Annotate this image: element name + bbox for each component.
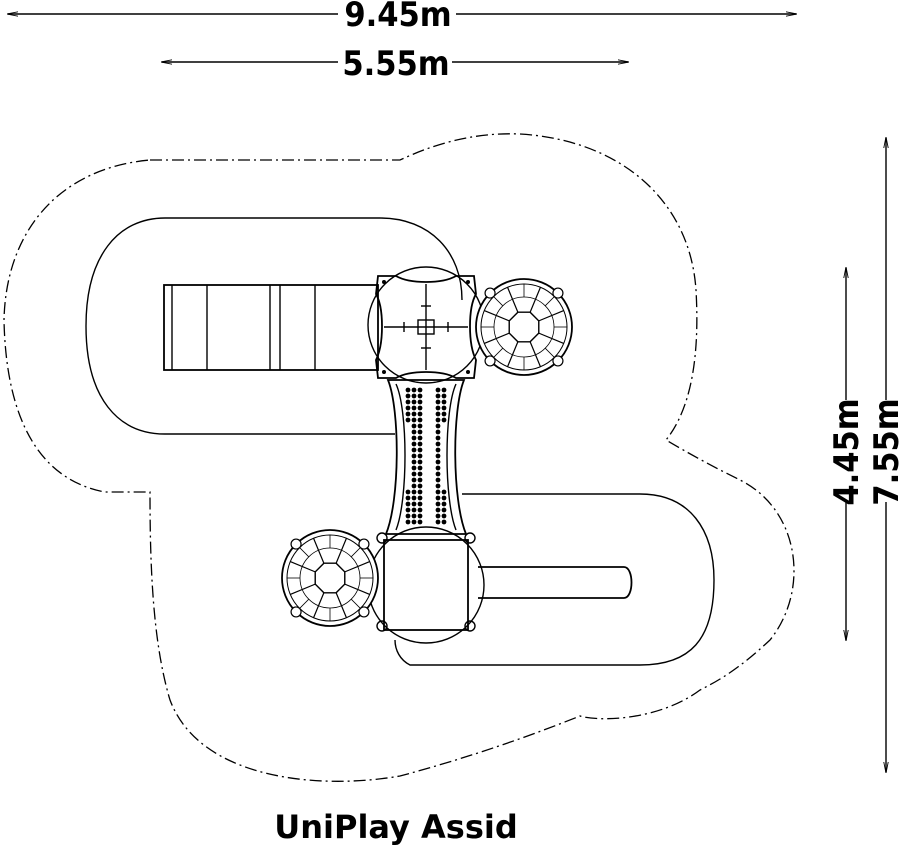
product-name: UniPlay Assid <box>274 808 518 845</box>
climbing-net-bridge <box>384 379 468 535</box>
turret-roof-lower-left <box>281 529 379 627</box>
top-platform <box>367 266 485 384</box>
outer-width-label: 9.45m <box>344 0 451 35</box>
dimension-outer-width: 9.45m <box>8 0 796 35</box>
inner-depth-label: 4.45m <box>827 398 867 505</box>
dimension-outer-depth: 7.55m <box>867 138 900 772</box>
bottom-platform <box>367 526 485 644</box>
outer-depth-label: 7.55m <box>867 398 900 505</box>
slide <box>163 284 379 371</box>
dimension-inner-width: 5.55m <box>162 44 628 84</box>
climbing-net-pattern <box>405 387 447 525</box>
lower-slide <box>478 566 633 599</box>
surface-zone-lower <box>394 493 715 666</box>
safety-zone-outline <box>3 133 795 782</box>
inner-width-label: 5.55m <box>342 44 449 84</box>
surface-zone-upper <box>85 217 463 435</box>
dimension-inner-depth: 4.45m <box>827 268 867 640</box>
turret-roof-upper-right <box>475 278 573 376</box>
